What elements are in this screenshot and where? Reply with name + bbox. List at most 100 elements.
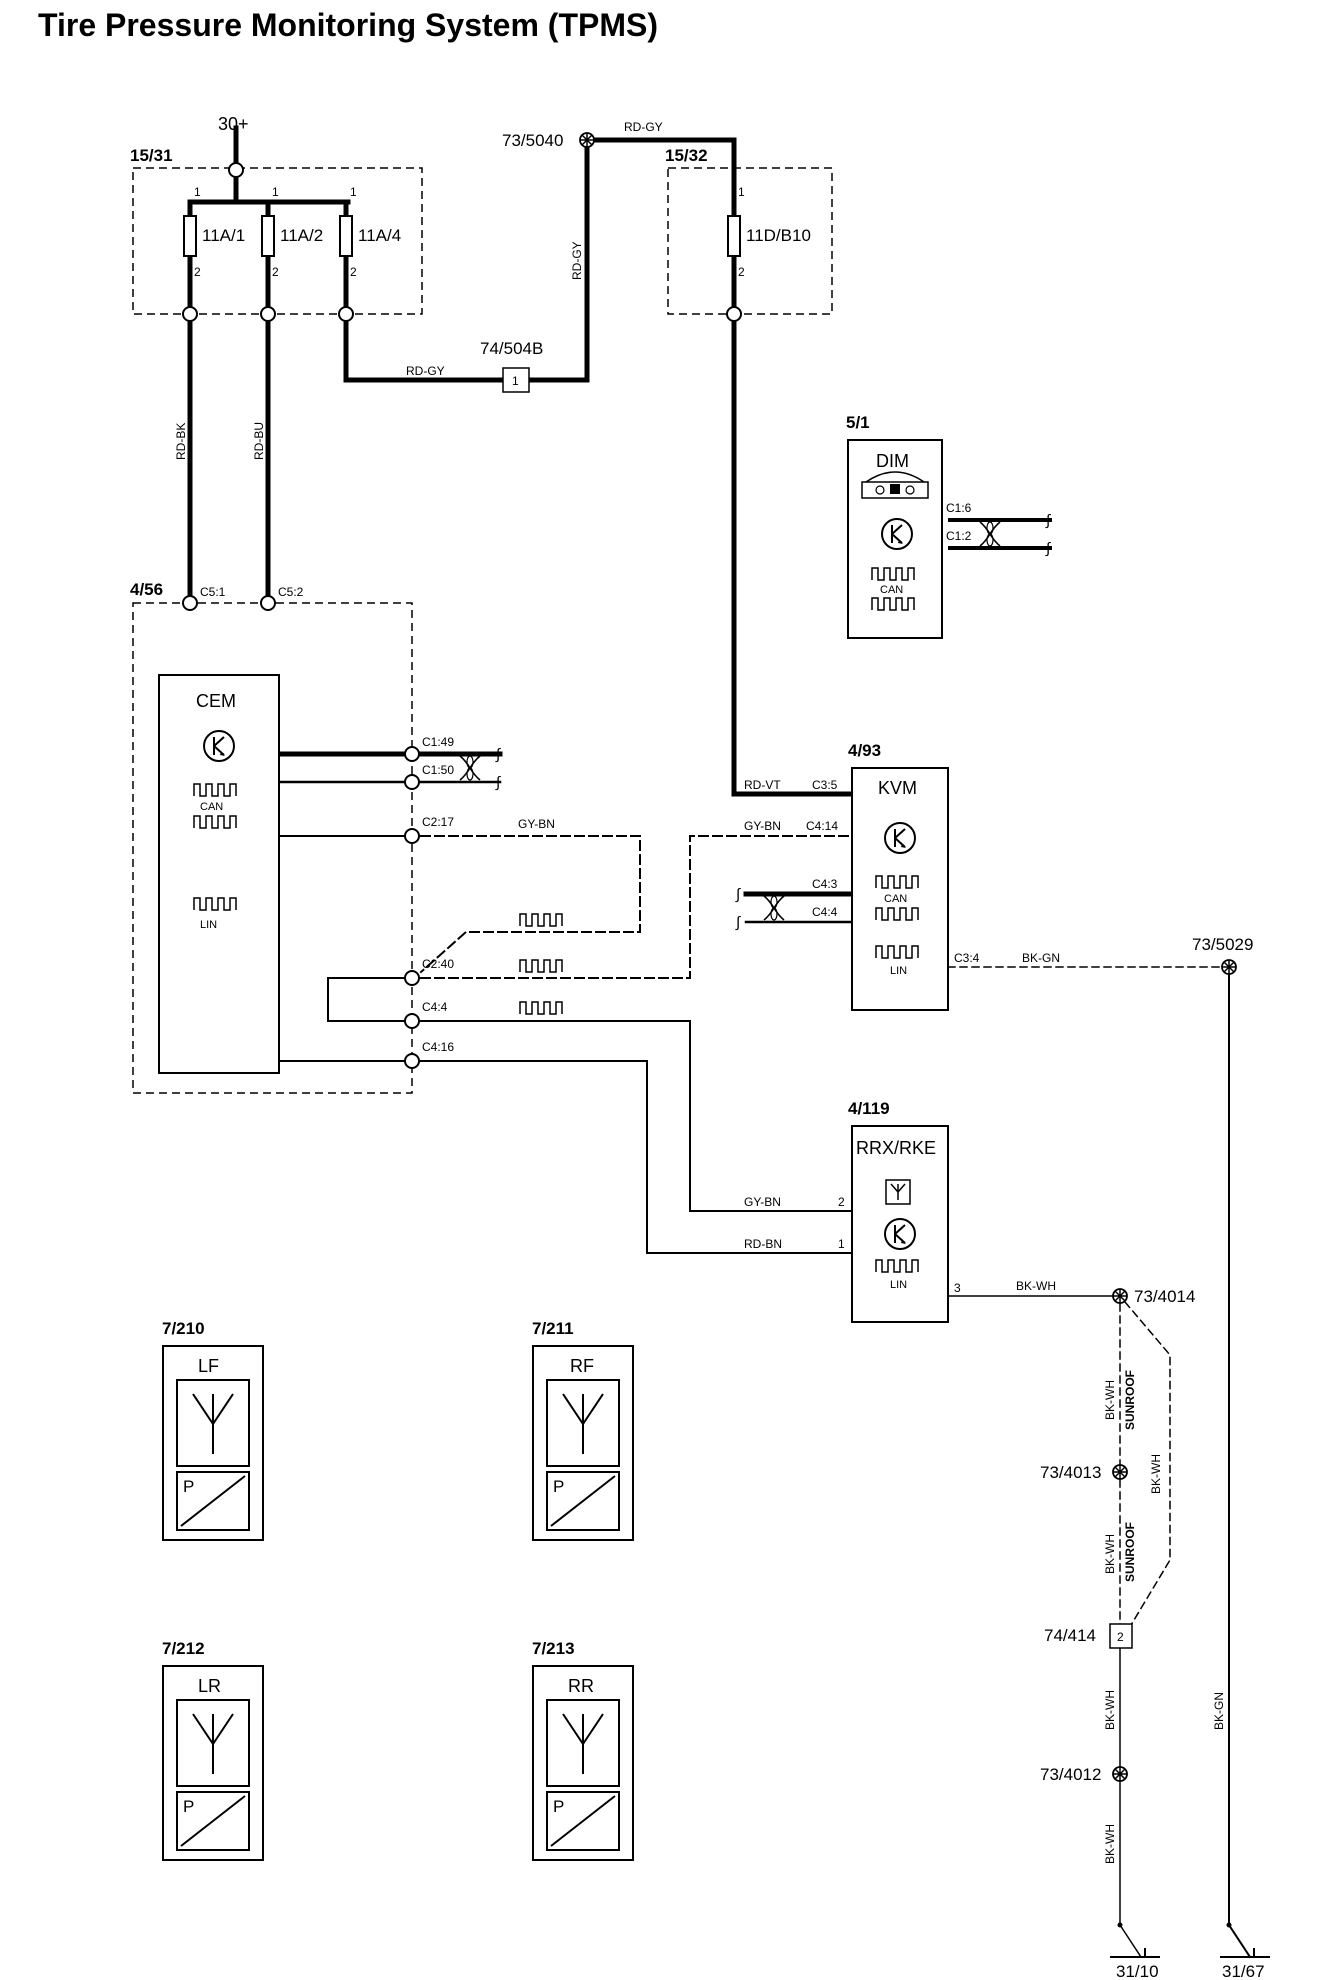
svg-text:74/414: 74/414 [1044,1626,1096,1645]
sensor-lf: 7/210 LF P [162,1319,264,1541]
svg-text:C4:14: C4:14 [806,819,838,833]
svg-text:P: P [553,1477,564,1496]
wire-label-bk-wh-sunroof-2: BK-WH [1103,1534,1117,1574]
kvm-name: KVM [878,778,917,798]
rrx-antenna-icon [885,1179,911,1205]
ground-31-10: 31/10 [1110,1922,1160,1980]
svg-text:2: 2 [738,265,745,279]
dim-wire-break-1: ∫ [1045,512,1052,529]
kvm-ref: 4/93 [848,741,881,760]
splice-73-4012: 73/4012 [1040,1765,1128,1784]
svg-text:1: 1 [838,1237,845,1251]
fuse-11a-2: 1 11A/2 2 [260,185,323,322]
dim-wire-break-2: ∫ [1045,540,1052,557]
svg-text:1: 1 [350,185,357,199]
svg-text:C5:1: C5:1 [200,585,226,599]
rrx-lin-label: LIN [890,1279,907,1291]
svg-text:2: 2 [1117,1630,1124,1644]
svg-text:2: 2 [272,265,279,279]
wire-label-bk-wh-alt: BK-WH [1149,1454,1163,1494]
fuse-box-15-32-ref: 15/32 [665,146,708,165]
svg-text:RR: RR [568,1676,594,1696]
svg-text:11D/B10: 11D/B10 [746,226,811,245]
svg-text:C4:16: C4:16 [422,1040,454,1054]
wire-label-rd-gy-bottom: RD-GY [406,364,445,378]
kvm-lin-label: LIN [890,965,907,977]
svg-text:C1:50: C1:50 [422,763,454,777]
wire-label-bk-wh-414: BK-WH [1103,1690,1117,1730]
kvm-can-label: CAN [884,893,907,905]
wire-label-rd-gy-top: RD-GY [624,120,663,134]
rrx-ref: 4/119 [848,1099,890,1118]
svg-text:C1:2: C1:2 [946,529,972,543]
rrx-name: RRX/RKE [856,1138,936,1158]
sensor-rf-pressure-icon [550,1475,616,1527]
cem-wire-break-2: ∫ [495,774,502,791]
rrx-rke-module: 4/119 RRX/RKE LIN 2 1 3 [838,1099,961,1323]
lin-signal-icon-2 [519,959,563,973]
svg-text:2: 2 [838,1195,845,1209]
svg-text:73/5040: 73/5040 [502,131,563,150]
svg-text:P: P [553,1797,564,1816]
wire-label-rd-gy-vertical: RD-GY [570,241,584,280]
cem-housing: 4/56 [130,580,413,1094]
svg-text:31/67: 31/67 [1222,1962,1265,1980]
dim-transistor-icon [881,518,913,550]
svg-text:C4:4: C4:4 [812,905,838,919]
svg-text:7/213: 7/213 [532,1639,575,1658]
kvm-transistor-icon [884,822,916,854]
dim-ref: 5/1 [846,413,870,432]
cem-ref: 4/56 [130,580,163,599]
connector-74-504b: 1 74/504B [480,339,543,393]
svg-text:74/504B: 74/504B [480,339,543,358]
cem-lin-label: LIN [200,919,217,931]
wire-label-rd-vt: RD-VT [744,778,781,792]
svg-text:1: 1 [272,185,279,199]
fuse-box-15-31-ref: 15/31 [130,146,173,165]
svg-text:RF: RF [570,1356,594,1376]
svg-text:C4:4: C4:4 [422,1000,448,1014]
dim-module: 5/1 DIM CAN C1:6 C1:2 [846,413,972,639]
svg-text:1: 1 [194,185,201,199]
dim-twisted-pair-icon [979,521,1001,547]
svg-text:P: P [183,1797,194,1816]
lin-signal-icon-3 [519,1001,563,1015]
svg-text:LF: LF [198,1356,219,1376]
fuse-11a-4: 1 11A/4 2 [338,185,401,322]
cem-name: CEM [196,691,236,711]
kvm-module: 4/93 KVM CAN LIN C3:5 C4:14 C4:3 C4:4 C3… [806,741,980,1011]
svg-text:2: 2 [194,265,201,279]
wire-label-bk-gn-kvm: BK-GN [1022,951,1060,965]
svg-text:31/10: 31/10 [1116,1962,1159,1980]
svg-text:P: P [183,1477,194,1496]
splice-73-5040: 73/5040 [502,131,595,150]
svg-text:C2:17: C2:17 [422,815,454,829]
sensor-rr: 7/213 RR P [532,1639,634,1861]
svg-text:C3:5: C3:5 [812,778,838,792]
cem-can-label: CAN [200,801,223,813]
fuse-box-15-32: 15/32 [665,146,833,315]
svg-text:C1:6: C1:6 [946,501,972,515]
svg-text:73/4012: 73/4012 [1040,1765,1101,1784]
svg-text:11A/4: 11A/4 [358,226,401,245]
svg-text:11A/1: 11A/1 [202,226,245,245]
fuse-11d-b10: 1 11D/B10 2 [726,185,811,322]
wire-label-bk-gn-ground: BK-GN [1212,1692,1226,1730]
cem-wire-break-1: ∫ [495,746,502,763]
page-title: Tire Pressure Monitoring System (TPMS) [38,7,658,43]
wire-label-gy-bn-rrx: GY-BN [744,1195,781,1209]
sensor-lf-pressure-icon [180,1475,246,1527]
fuse-11a-1: 1 11A/1 2 [182,185,245,322]
svg-text:C2:40: C2:40 [422,957,454,971]
instrument-cluster-icon [861,471,929,499]
connector-74-414: 2 74/414 [1044,1623,1133,1649]
wire-label-bk-wh-rrx: BK-WH [1016,1279,1056,1293]
wires [187,125,1252,1959]
cem-pins: C5:1 C5:2 C1:49 C1:50 C2:17 C2:40 C4:4 C… [182,585,454,1069]
wire-label-sunroof-2: SUNROOF [1123,1522,1137,1582]
cem-module: CEM CAN LIN [158,674,280,1074]
wire-label-rd-bn-rrx: RD-BN [744,1237,782,1251]
svg-text:C1:49: C1:49 [422,735,454,749]
sensor-rr-pressure-icon [550,1795,616,1847]
splice-73-5029: 73/5029 [1192,935,1253,975]
